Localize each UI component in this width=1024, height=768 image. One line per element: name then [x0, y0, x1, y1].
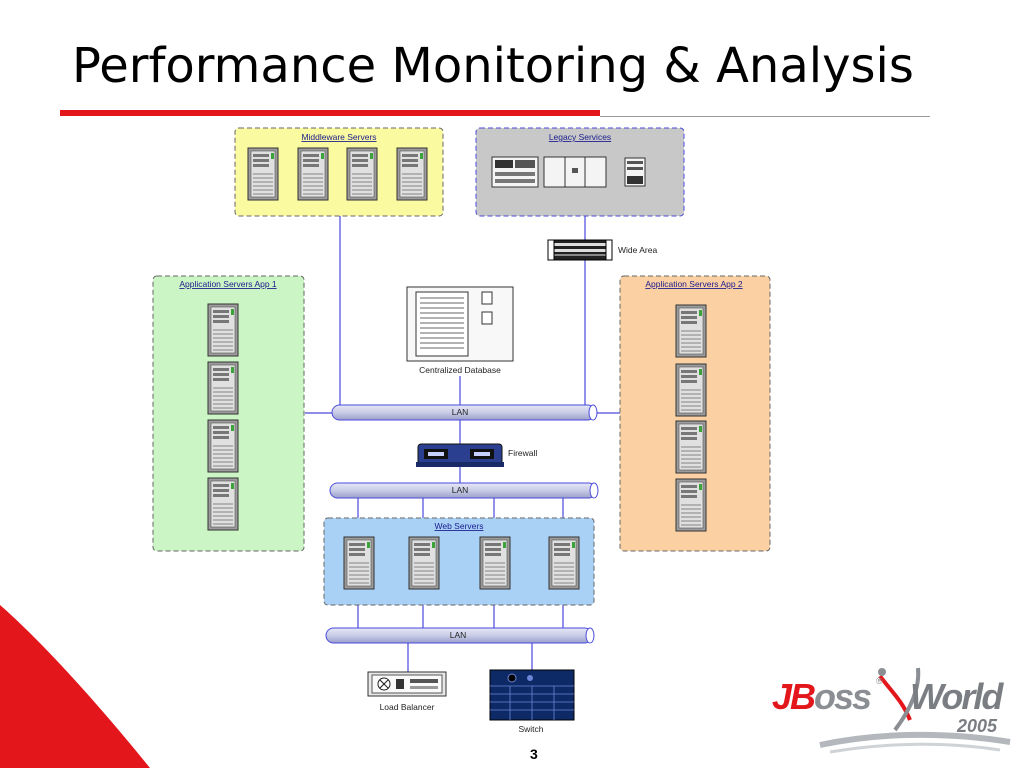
- router-icon: [547, 239, 613, 261]
- group-app1: Application Servers App 1: [152, 275, 305, 552]
- logo-oss: oss: [814, 676, 872, 717]
- group-web: Web Servers: [323, 517, 595, 606]
- load-balancer-label: Load Balancer: [380, 702, 435, 712]
- lan-pipe-1: LAN: [331, 404, 598, 421]
- server-tower-icon: [479, 536, 511, 590]
- database-label: Centralized Database: [419, 365, 501, 375]
- server-tower-icon: [207, 303, 239, 357]
- server-tower-icon: [247, 147, 279, 201]
- lan-label: LAN: [450, 630, 467, 640]
- database-icon: [406, 286, 514, 362]
- switch-label: Switch: [518, 724, 543, 734]
- page-title: Performance Monitoring & Analysis: [72, 38, 914, 94]
- firewall-label: Firewall: [508, 448, 537, 458]
- mainframe-icon: [543, 156, 607, 188]
- group-app2: Application Servers App 2: [619, 275, 771, 552]
- logo-world-text: World: [910, 676, 1003, 717]
- server-tower-icon: [408, 536, 440, 590]
- server-tower-icon: [297, 147, 329, 201]
- group-legacy: Legacy Services: [475, 127, 685, 217]
- mainframe-icon: [624, 157, 646, 187]
- wide-area-label: Wide Area: [618, 245, 657, 255]
- server-tower-icon: [207, 419, 239, 473]
- server-tower-icon: [675, 478, 707, 532]
- server-tower-icon: [396, 147, 428, 201]
- title-rule-gray: [600, 116, 930, 117]
- group-legacy-label: Legacy Services: [549, 132, 611, 142]
- logo-registered: ®: [876, 676, 883, 686]
- logo-jboss-text: JBoss: [772, 676, 872, 718]
- jboss-world-logo: [819, 667, 1011, 754]
- logo-jb: JB: [772, 676, 816, 717]
- group-middleware: Middleware Servers: [234, 127, 444, 217]
- group-app2-label: Application Servers App 2: [645, 279, 743, 289]
- server-tower-icon: [343, 536, 375, 590]
- server-tower-icon: [207, 477, 239, 531]
- lan-pipe-3: LAN: [325, 627, 595, 644]
- server-tower-icon: [675, 363, 707, 417]
- server-tower-icon: [207, 361, 239, 415]
- server-tower-icon: [675, 420, 707, 474]
- title-rule-red: [60, 110, 600, 116]
- lan-label: LAN: [452, 485, 469, 495]
- group-app1-label: Application Servers App 1: [179, 279, 277, 289]
- group-middleware-label: Middleware Servers: [301, 132, 376, 142]
- server-tower-icon: [346, 147, 378, 201]
- server-tower-icon: [548, 536, 580, 590]
- server-tower-icon: [675, 304, 707, 358]
- load-balancer-icon: [367, 671, 447, 697]
- lan-pipe-2: LAN: [329, 482, 599, 499]
- switch-icon: [489, 669, 575, 721]
- logo-year: 2005: [957, 716, 998, 736]
- lan-label: LAN: [452, 407, 469, 417]
- group-web-label: Web Servers: [435, 521, 484, 531]
- page-number: 3: [530, 746, 538, 762]
- firewall-icon: [416, 443, 504, 467]
- mainframe-icon: [491, 156, 539, 188]
